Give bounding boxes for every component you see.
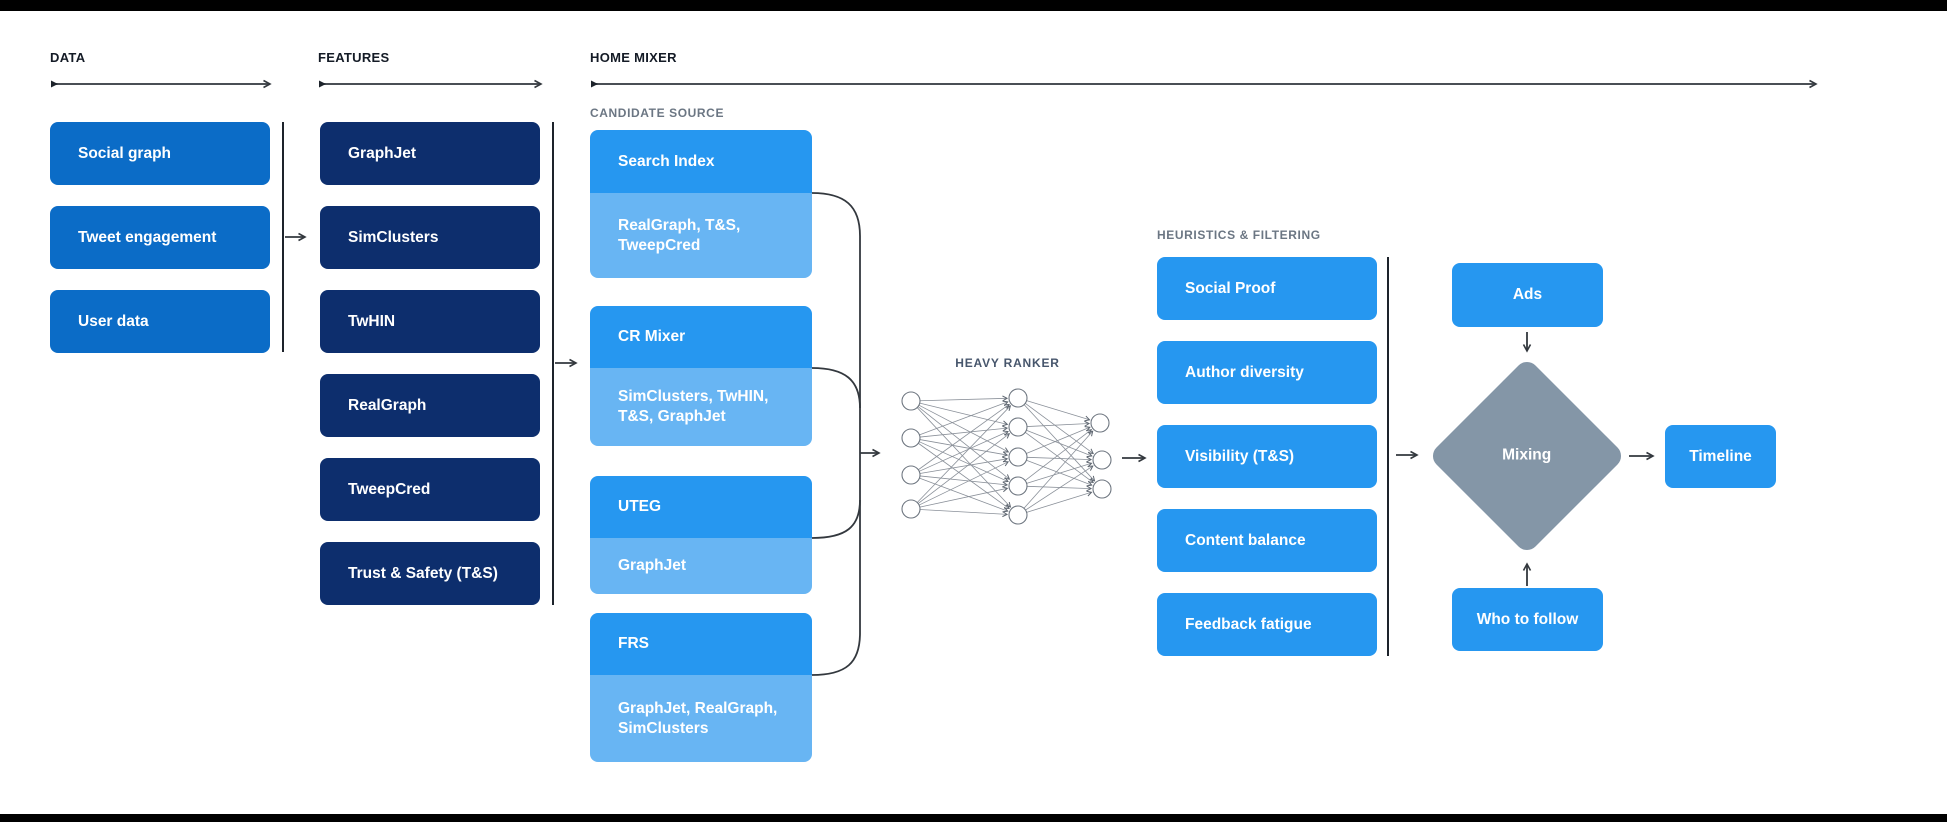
candidate-source-cr-mixer: CR Mixer SimClusters, TwHIN, T&S, GraphJ…	[590, 306, 812, 446]
heuristic-node-visibility: Visibility (T&S)	[1157, 425, 1377, 488]
candidate-inputs: GraphJet, RealGraph, SimClusters	[590, 675, 812, 762]
neural-network-nodes	[901, 388, 1112, 525]
feature-node-realgraph: RealGraph	[320, 374, 540, 437]
heuristic-node-feedback-fatigue: Feedback fatigue	[1157, 593, 1377, 656]
features-stage-label: FEATURES	[318, 50, 390, 65]
timeline-node: Timeline	[1665, 425, 1776, 488]
heuristic-node-content-balance: Content balance	[1157, 509, 1377, 572]
feature-node-trust-safety: Trust & Safety (T&S)	[320, 542, 540, 605]
letterbox-bottom	[0, 814, 1947, 822]
candidate-inputs: RealGraph, T&S, TweepCred	[590, 193, 812, 278]
feature-node-twhin: TwHIN	[320, 290, 540, 353]
data-node-social-graph: Social graph	[50, 122, 270, 185]
data-node-tweet-engagement: Tweet engagement	[50, 206, 270, 269]
heuristics-filtering-label: HEURISTICS & FILTERING	[1157, 228, 1321, 242]
data-node-user-data: User data	[50, 290, 270, 353]
candidate-source-uteg: UTEG GraphJet	[590, 476, 812, 594]
candidate-source-label: CANDIDATE SOURCE	[590, 106, 725, 120]
who-to-follow-node: Who to follow	[1452, 588, 1603, 651]
heavy-ranker-label: HEAVY RANKER	[955, 356, 1060, 370]
letterbox-top	[0, 0, 1947, 11]
candidate-name: Search Index	[590, 130, 812, 193]
candidate-name: FRS	[590, 613, 812, 675]
heuristic-node-author-diversity: Author diversity	[1157, 341, 1377, 404]
heuristic-node-social-proof: Social Proof	[1157, 257, 1377, 320]
neural-network-edges	[916, 395, 1096, 518]
data-stage-label: DATA	[50, 50, 86, 65]
candidate-name: UTEG	[590, 476, 812, 538]
mixing-diamond-label: Mixing	[1502, 447, 1552, 464]
candidate-source-frs: FRS GraphJet, RealGraph, SimClusters	[590, 613, 812, 762]
candidate-name: CR Mixer	[590, 306, 812, 368]
ads-node: Ads	[1452, 263, 1603, 327]
mixing-diamond-node: Mixing	[1428, 357, 1626, 555]
feature-node-graphjet: GraphJet	[320, 122, 540, 185]
candidate-source-search-index: Search Index RealGraph, T&S, TweepCred	[590, 130, 812, 278]
candidate-inputs: SimClusters, TwHIN, T&S, GraphJet	[590, 368, 812, 446]
home-mixer-stage-label: HOME MIXER	[590, 50, 677, 65]
candidate-inputs: GraphJet	[590, 538, 812, 594]
feature-node-tweepcred: TweepCred	[320, 458, 540, 521]
feature-node-simclusters: SimClusters	[320, 206, 540, 269]
